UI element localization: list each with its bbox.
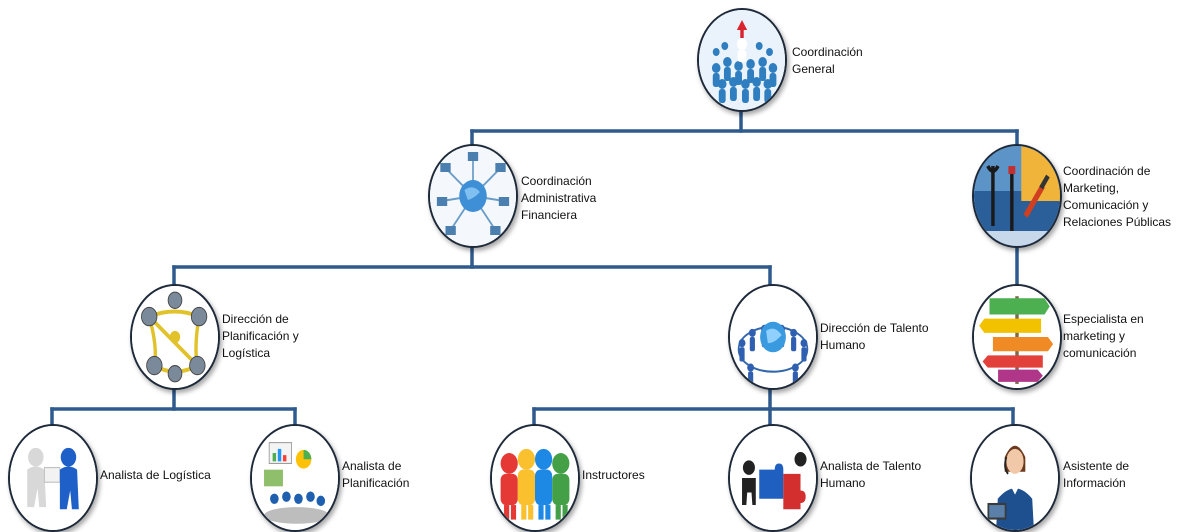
business-tools-icon [972,144,1062,248]
node-label-instructores: Instructores [582,468,645,482]
colorful-team-icon [490,424,580,532]
planning-charts-icon [250,424,340,532]
logistics-network-icon [130,284,220,390]
puzzle-figures-icon [728,424,818,532]
marketing-signpost-icon [972,284,1062,390]
network-globe-icon [428,144,518,248]
handover-figures-icon [8,424,98,532]
people-circle-globe-icon [728,284,818,390]
receptionist-icon [970,424,1060,532]
crowd-leader-icon [697,8,787,112]
node-label-analista-logistica: Analista de Logística [100,468,211,482]
